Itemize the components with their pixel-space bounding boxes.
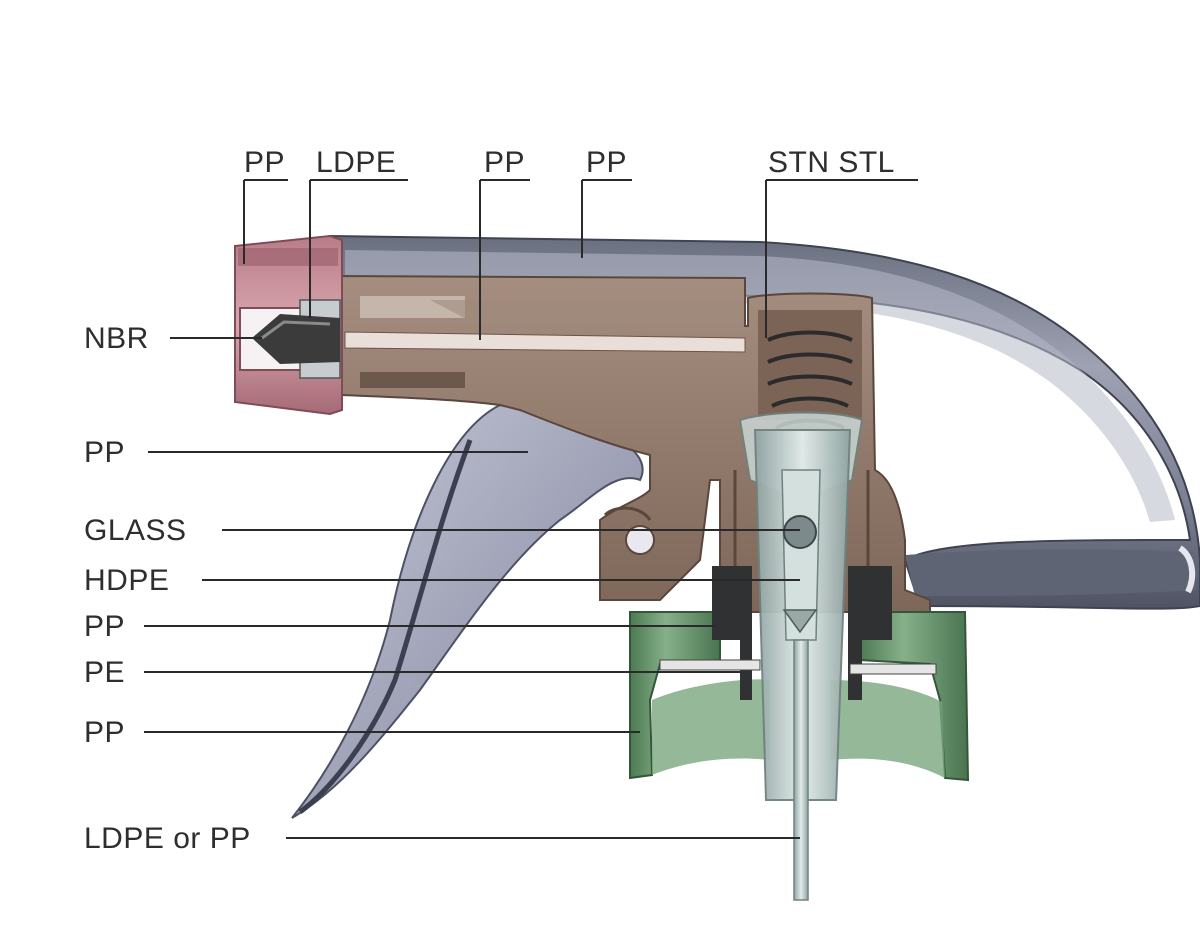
trigger-body <box>291 403 644 819</box>
closure-skirt <box>652 679 770 775</box>
dip-tube-pipe <box>793 639 809 901</box>
gasket-right <box>848 566 892 700</box>
leader-nozzle-cap <box>243 179 288 264</box>
nbr-seal <box>252 314 340 364</box>
pivot-hole <box>625 525 655 555</box>
shroud-rim <box>905 549 1196 596</box>
shroud-top-highlight <box>345 250 1175 522</box>
shroud-lip <box>1178 545 1196 594</box>
label-seal: NBR <box>84 322 149 355</box>
label-housing-body: PP <box>84 610 125 643</box>
label-piston-rod: PP <box>484 146 525 179</box>
nbr-seal-shine <box>261 320 331 340</box>
leader-shroud <box>581 179 632 258</box>
gasket-left <box>712 566 752 700</box>
glass-ball <box>783 515 817 549</box>
leader-lines <box>144 179 918 839</box>
leader-nozzle-insert <box>309 179 408 318</box>
dip-tube <box>753 429 852 901</box>
valve-stem-inner <box>781 469 821 641</box>
label-dip-tube: LDPE or PP <box>84 822 251 855</box>
label-valve: HDPE <box>84 564 169 597</box>
labels: PP LDPE PP PP STN STL NBR PP GLASS HDPE … <box>84 146 895 855</box>
pe-gasket-right <box>849 663 937 675</box>
label-ball: GLASS <box>84 514 187 547</box>
label-shroud: PP <box>586 146 627 179</box>
label-closure: PP <box>84 716 125 749</box>
nozzle <box>234 234 343 416</box>
label-gasket: PE <box>84 656 125 689</box>
pivot-hook <box>603 506 652 521</box>
leader-spring <box>765 179 918 338</box>
label-nozzle-cap: PP <box>244 146 285 179</box>
closure-skirt-right <box>830 680 945 778</box>
chamber-bore <box>758 310 862 420</box>
label-trigger: PP <box>84 436 125 469</box>
label-nozzle-insert: LDPE <box>316 146 396 179</box>
piston-rod <box>344 331 746 353</box>
nozzle-ribs <box>238 248 338 266</box>
valve-housing <box>659 566 937 700</box>
label-spring: STN STL <box>768 146 895 179</box>
body-channel-lower <box>360 372 465 388</box>
hdpe-valve-tip <box>782 609 818 634</box>
body-step <box>430 300 740 326</box>
leader-piston-rod <box>479 179 530 340</box>
closure <box>629 611 970 782</box>
pe-gasket-left <box>659 659 761 671</box>
shroud <box>328 234 1200 610</box>
